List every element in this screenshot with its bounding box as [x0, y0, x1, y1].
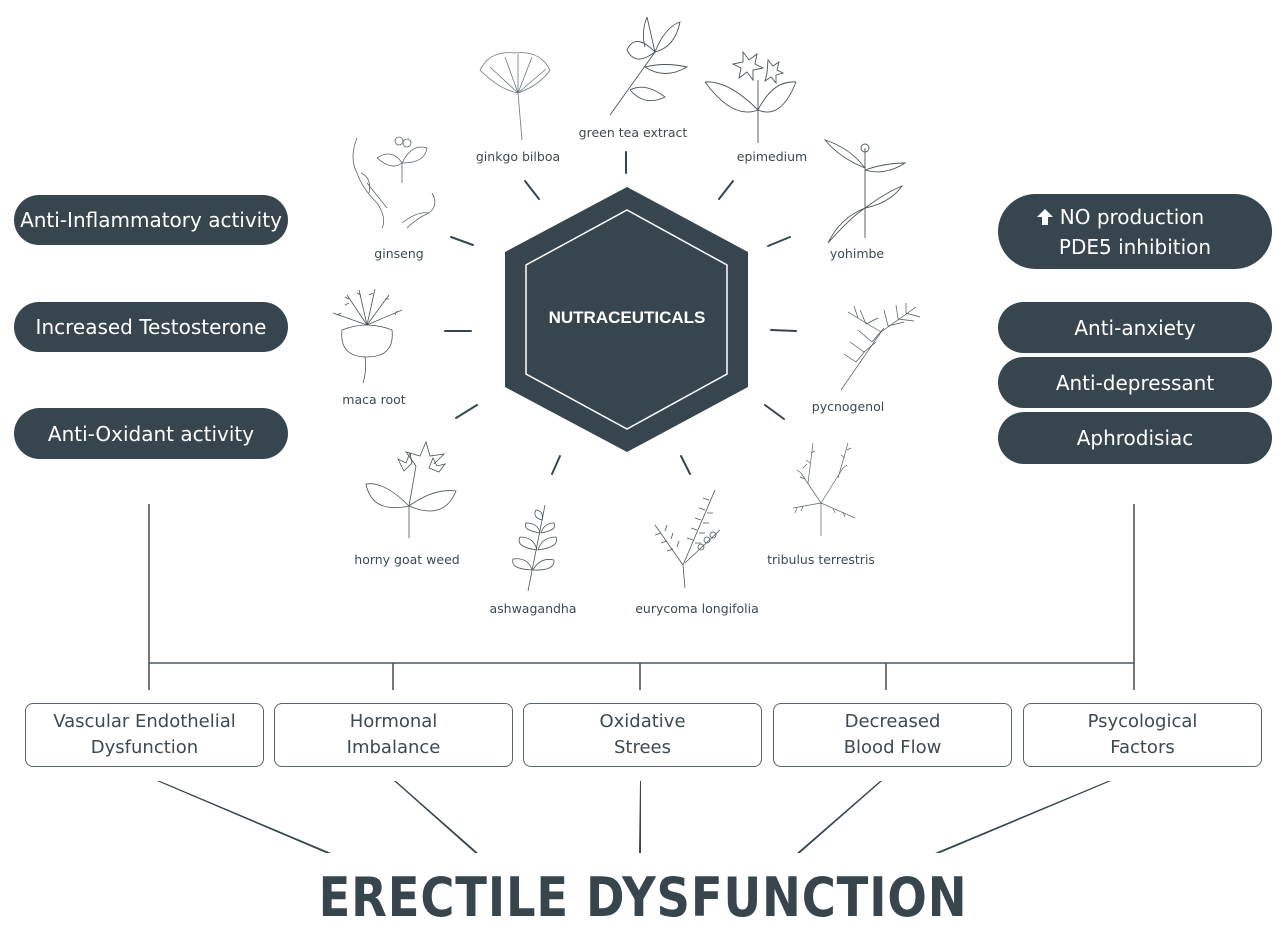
ray-ginkgo — [524, 180, 540, 200]
epimedium-flower-icon — [704, 50, 797, 143]
hexagon-inner-outline — [525, 209, 728, 430]
effect-label: Anti-Oxidant activity — [47, 421, 255, 446]
ginkgo-leaf-icon — [479, 52, 551, 141]
plant-label-ashwagandha: ashwagandha — [489, 601, 577, 616]
effect-label: Increased Testosterone — [35, 315, 267, 339]
cause-line2: Dysfunction — [90, 737, 199, 758]
cause-vascular-endothelial: Vascular Endothelial Dysfunction — [25, 703, 264, 767]
ray-vascular — [157, 781, 331, 853]
mechanism-line2: PDE5 inhibition — [1058, 234, 1212, 259]
effect-label: Anti-anxiety — [1074, 315, 1196, 340]
cause-line2: Factors — [1110, 737, 1175, 758]
effect-no-production-pde5: NO production PDE5 inhibition — [998, 194, 1272, 269]
mechanism-line1: NO production — [1059, 204, 1205, 229]
cause-decreased-blood-flow: Decreased Blood Flow — [773, 703, 1012, 767]
cause-psycological-factors: Psycological Factors — [1023, 703, 1262, 767]
ray-yohimbe — [767, 236, 791, 247]
effect-aphrodisiac: Aphrodisiac — [998, 412, 1272, 464]
ray-psycological — [935, 781, 1111, 853]
pine-branch-icon — [840, 303, 921, 391]
cause-line1: Psycological — [1087, 711, 1198, 732]
nutraceuticals-hexagon — [505, 187, 748, 452]
fern-leaf-icon — [654, 489, 721, 589]
ray-ashwagandha — [551, 455, 561, 475]
ginseng-root-icon — [352, 136, 436, 229]
plant-label-pycnogenol: pycnogenol — [811, 399, 885, 414]
cause-line1: Hormonal — [349, 711, 438, 732]
plant-label-ginkgo: ginkgo bilboa — [475, 149, 561, 164]
tea-branch-icon — [609, 16, 689, 116]
ashwagandha-sprig-icon — [512, 504, 557, 592]
cause-line2: Imbalance — [346, 737, 441, 758]
plant-label-horny-goat-weed: horny goat weed — [354, 552, 460, 567]
effect-anti-oxidant: Anti-Oxidant activity — [14, 408, 288, 459]
ray-hormonal — [394, 781, 478, 853]
effect-anti-anxiety: Anti-anxiety — [998, 302, 1272, 353]
cause-line1: Oxidative — [599, 711, 686, 732]
cause-line2: Strees — [613, 737, 671, 758]
goat-weed-flower-icon — [365, 440, 457, 538]
cause-hormonal-imbalance: Hormonal Imbalance — [274, 703, 513, 767]
ray-blood-flow — [797, 781, 882, 853]
plant-label-epimedium: epimedium — [736, 149, 808, 164]
tribulus-plant-icon — [792, 442, 856, 536]
ray-ginseng — [450, 236, 474, 246]
maca-root-icon — [332, 288, 403, 384]
cause-line1: Decreased — [844, 711, 941, 732]
ray-horny-goat-weed — [455, 404, 478, 419]
cause-oxidative-stress: Oxidative Strees — [523, 703, 762, 767]
effect-label: Anti-depressant — [1055, 370, 1215, 395]
cause-to-title-rays — [157, 781, 1111, 853]
plant-rays — [444, 151, 797, 475]
plant-label-maca-root: maca root — [342, 392, 406, 407]
plant-label-tribulus: tribulus terrestris — [767, 552, 875, 567]
effect-label: Anti-Inflammatory activity — [20, 208, 282, 232]
ray-epimedium — [718, 180, 734, 200]
plant-label-ginseng: ginseng — [374, 246, 424, 261]
plant-label-eurycoma: eurycoma longifolia — [635, 601, 759, 616]
effect-anti-inflammatory: Anti-Inflammatory activity — [14, 195, 288, 245]
ray-pycnogenol — [770, 329, 797, 332]
ray-tribulus — [764, 404, 785, 420]
effect-increased-testosterone: Increased Testosterone — [14, 302, 288, 352]
yohimbe-plant-icon — [823, 139, 907, 244]
plant-label-green-tea: green tea extract — [578, 125, 688, 140]
nutraceuticals-label: NUTRACEUTICALS — [548, 308, 706, 327]
cause-line2: Blood Flow — [843, 737, 942, 758]
diagram-title: ERECTILE DYSFUNCTION — [318, 866, 968, 929]
effect-label: Aphrodisiac — [1076, 426, 1194, 450]
plant-label-yohimbe: yohimbe — [829, 246, 885, 261]
ray-oxidative — [639, 781, 641, 853]
effect-anti-depressant: Anti-depressant — [998, 357, 1272, 408]
up-arrow-icon — [1036, 208, 1053, 225]
cause-line1: Vascular Endothelial — [53, 711, 236, 732]
bracket-connector — [148, 504, 1135, 690]
ray-eurycoma — [680, 455, 691, 475]
